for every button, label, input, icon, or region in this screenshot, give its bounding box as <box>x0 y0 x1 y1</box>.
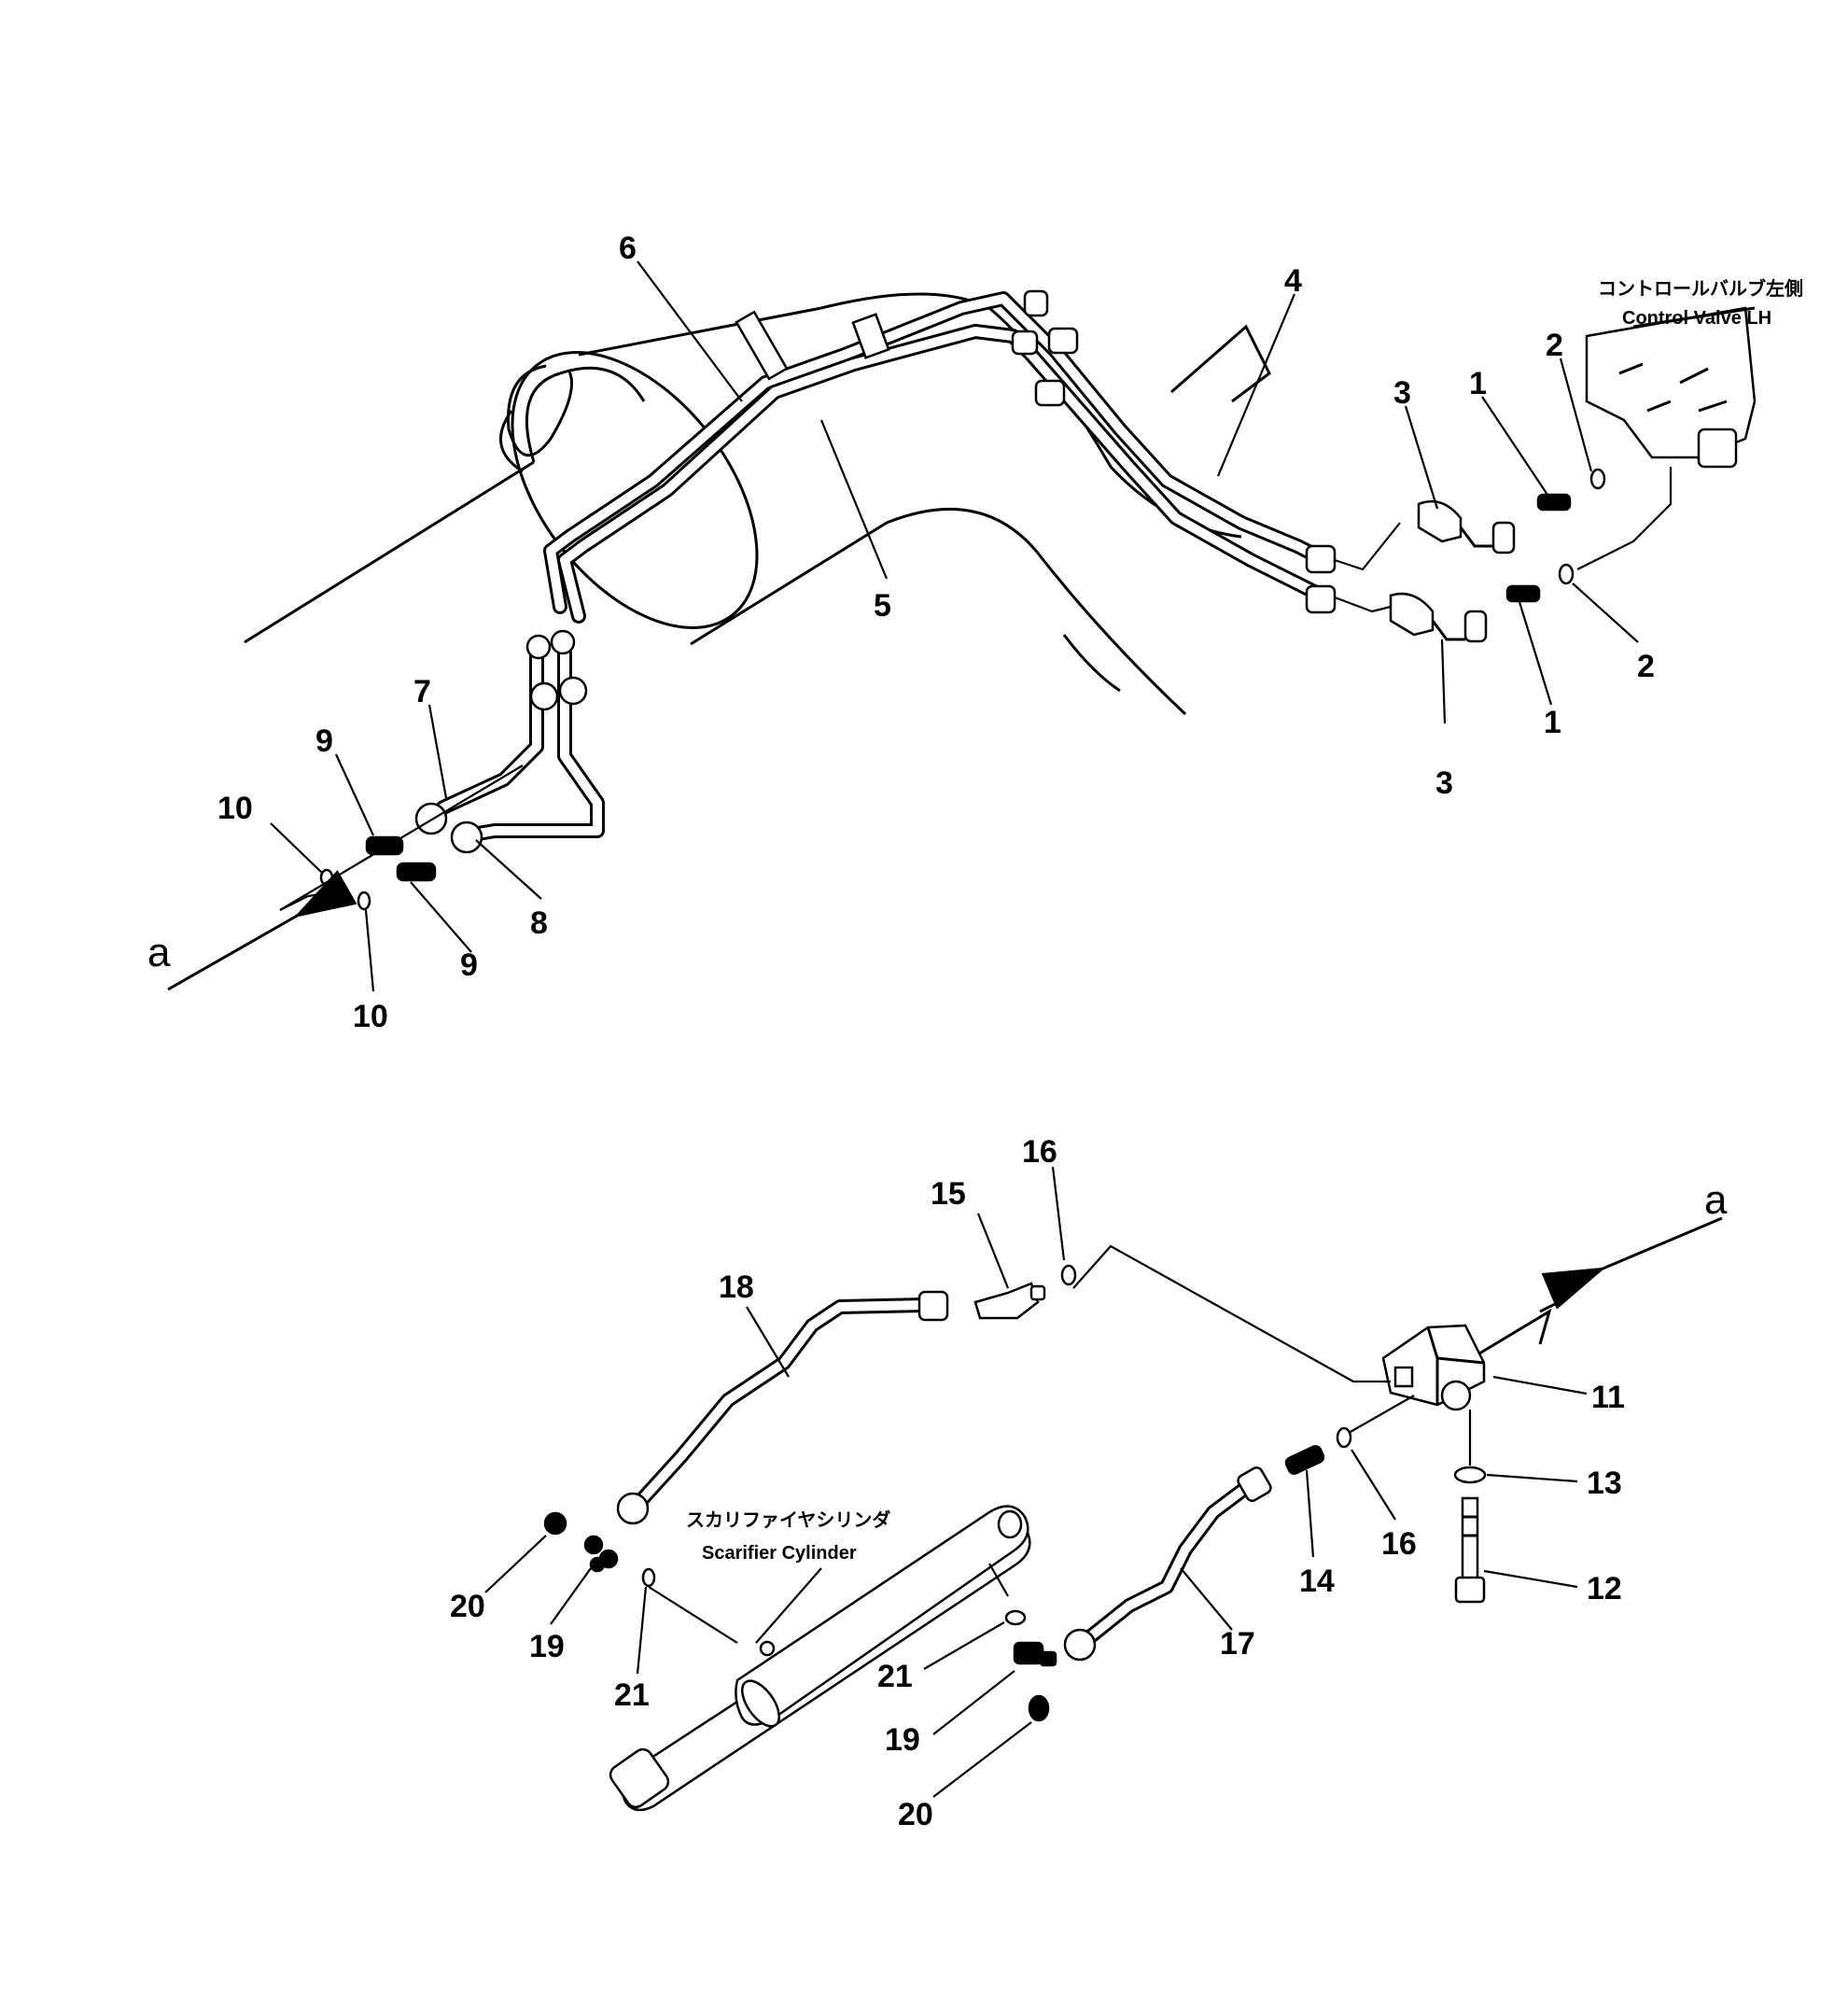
adapter-19-right <box>1013 1641 1057 1667</box>
washer-13 <box>1453 1466 1487 1484</box>
part-4-bracket <box>1170 324 1271 403</box>
adapter-14 <box>1284 1445 1325 1475</box>
hoses-7-8 <box>414 629 605 854</box>
callout-10-upper: 10 <box>217 791 253 826</box>
upper-hose-fittings <box>1011 289 1337 614</box>
o-ring-16-upper <box>1060 1264 1077 1286</box>
callout-3-upper: 3 <box>1393 375 1411 411</box>
callout-16-upper: 16 <box>1022 1134 1057 1170</box>
arrow-a-bottom-label: a <box>1704 1177 1728 1223</box>
adapters-1 <box>1505 493 1572 603</box>
bottom-assembly: a <box>450 1134 1728 1832</box>
callout-8: 8 <box>530 905 548 941</box>
frame-outline <box>244 292 1242 716</box>
callout-7: 7 <box>413 674 431 709</box>
elbows-3 <box>1389 499 1516 643</box>
cap-20-left <box>543 1511 567 1536</box>
callout-20-right: 20 <box>898 1797 933 1832</box>
elbow-15 <box>973 1282 1046 1320</box>
callout-9-lower: 9 <box>460 947 478 983</box>
callout-13: 13 <box>1587 1466 1622 1501</box>
callout-15: 15 <box>931 1176 966 1212</box>
bottom-leader-lines <box>484 1166 1588 1798</box>
o-ring-21-right <box>1004 1609 1027 1626</box>
o-ring-21-left <box>641 1567 656 1588</box>
callout-6: 6 <box>619 231 637 266</box>
cap-20-right <box>1028 1694 1050 1722</box>
valve-block-11 <box>1381 1296 1569 1411</box>
callout-19-left: 19 <box>529 1629 565 1664</box>
arrow-a-top-label: a <box>147 930 171 975</box>
callout-21-left: 21 <box>614 1677 650 1713</box>
callout-20-left: 20 <box>450 1589 485 1624</box>
o-ring-16-lower <box>1336 1426 1352 1449</box>
control-valve-label-jp: コントロールバルブ左側 <box>1598 277 1803 300</box>
callout-2-lower: 2 <box>1637 649 1655 684</box>
callout-9-upper: 9 <box>315 723 333 759</box>
callout-3-lower: 3 <box>1435 765 1453 801</box>
arrow-a-top <box>167 869 357 991</box>
top-leader-lines <box>270 260 1639 992</box>
callout-21-right: 21 <box>877 1659 913 1694</box>
callout-11: 11 <box>1591 1380 1625 1415</box>
callout-1-upper: 1 <box>1469 366 1487 401</box>
control-valve-lh <box>1585 306 1757 469</box>
control-valve-label-en: Control Valve LH <box>1622 308 1771 329</box>
callout-4: 4 <box>1284 263 1302 299</box>
cylinder-label-jp: スカリファイヤシリンダ <box>686 1508 890 1531</box>
callout-2-upper: 2 <box>1546 328 1563 363</box>
hose-bundle-5-6 <box>543 291 1333 624</box>
adapter-19-left <box>583 1535 619 1573</box>
callout-5: 5 <box>874 588 891 624</box>
callout-18: 18 <box>719 1270 754 1305</box>
o-rings-2 <box>1558 468 1606 585</box>
scarifier-cylinder <box>609 1505 1031 1812</box>
callout-19-right: 19 <box>885 1722 920 1758</box>
callout-14: 14 <box>1299 1564 1335 1599</box>
bolt-12 <box>1454 1496 1486 1604</box>
callout-12: 12 <box>1587 1571 1622 1606</box>
o-rings-10 <box>319 868 371 911</box>
hose-18 <box>616 1290 949 1525</box>
callout-10-lower: 10 <box>353 999 388 1034</box>
callout-16-lower: 16 <box>1381 1526 1417 1562</box>
top-assembly: a コントロールバルブ左側 Control Valve LH 6 5 4 3 <box>147 231 1803 1034</box>
callout-17: 17 <box>1220 1626 1255 1662</box>
cylinder-label-en: Scarifier Cylinder <box>702 1543 857 1564</box>
adapters-9 <box>365 835 437 882</box>
callout-1-lower: 1 <box>1544 705 1561 740</box>
hose-17 <box>1063 1466 1272 1662</box>
arrow-a-bottom <box>1541 1216 1723 1310</box>
